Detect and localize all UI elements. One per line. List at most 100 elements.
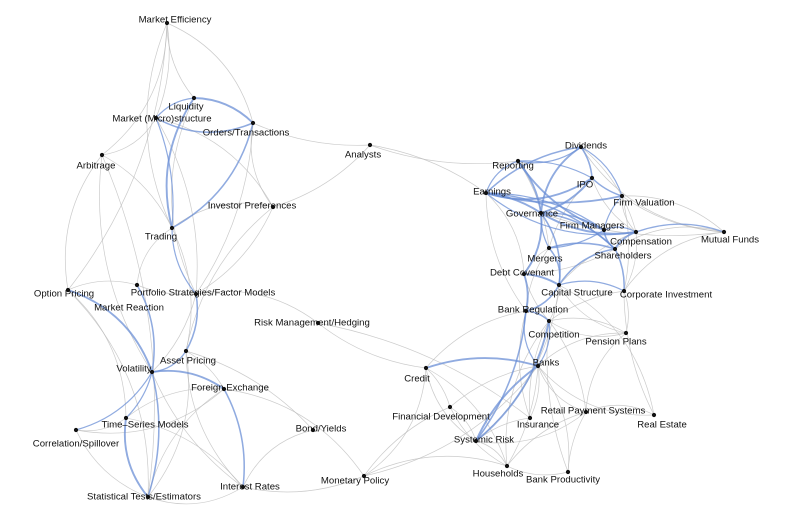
node-label-by: Bond/Yields bbox=[296, 424, 347, 435]
node-fm bbox=[601, 227, 607, 233]
edge-cs-ste bbox=[75, 429, 149, 498]
node-arb bbox=[99, 152, 105, 158]
edge-fd-bk bbox=[449, 365, 539, 408]
edge-an-rep bbox=[369, 144, 519, 165]
node-op bbox=[65, 287, 71, 293]
edge-fx-ir bbox=[223, 388, 245, 488]
edge-by-ap bbox=[185, 350, 314, 431]
node-ot bbox=[250, 120, 256, 126]
node-mms bbox=[153, 115, 159, 121]
node-ci bbox=[621, 288, 627, 294]
edge-ip-psfm bbox=[195, 206, 274, 295]
edge-mr-tr bbox=[136, 227, 173, 286]
edge-earn-fm bbox=[485, 192, 605, 231]
node-label-ip: Investor Preferences bbox=[208, 201, 297, 212]
edge-capst-br bbox=[525, 284, 560, 312]
node-label-fd: Financial Development bbox=[392, 412, 490, 423]
node-mrg bbox=[546, 245, 552, 251]
edge-mp-cr bbox=[363, 367, 427, 477]
node-ste bbox=[145, 494, 151, 500]
node-me bbox=[164, 20, 170, 26]
node-label-fx: Foreign Exchange bbox=[191, 383, 269, 394]
edge-vol-tsm bbox=[125, 371, 153, 419]
node-label-cs: Correlation/Spillover bbox=[33, 439, 120, 450]
edge-cr-sr bbox=[425, 367, 477, 442]
node-label-sh: Shareholders bbox=[594, 251, 651, 262]
node-label-arb: Arbitrage bbox=[77, 161, 116, 172]
edge-re-ci bbox=[623, 290, 655, 416]
edge-earn-sh bbox=[485, 192, 616, 250]
node-sh bbox=[612, 246, 618, 252]
nodes bbox=[65, 20, 727, 500]
edge-psfm-ap bbox=[185, 293, 199, 352]
node-label-ot: Orders/Transactions bbox=[203, 128, 290, 139]
node-an bbox=[367, 142, 373, 148]
node-label-ste: Statistical Tests/Estimators bbox=[87, 492, 201, 503]
edge-an-earn bbox=[369, 144, 487, 194]
edge-sr-rps bbox=[475, 411, 587, 444]
edge-hh-bp bbox=[506, 465, 569, 476]
edge-mp-fd bbox=[363, 406, 451, 477]
node-label-re: Real Estate bbox=[637, 420, 687, 431]
node-mf bbox=[721, 229, 727, 235]
edge-bk-pp bbox=[537, 332, 627, 367]
edge-mrg-sh bbox=[548, 242, 616, 250]
node-label-ci: Corporate Investment bbox=[620, 290, 713, 301]
edge-div-cmp bbox=[580, 146, 637, 233]
edge-tr-psfm bbox=[171, 227, 197, 295]
edge-fm-mrg bbox=[548, 229, 605, 249]
edge-comp-pp bbox=[548, 317, 627, 334]
node-bp bbox=[565, 469, 571, 475]
edge-gov-ipo bbox=[540, 177, 593, 214]
node-hh bbox=[504, 463, 510, 469]
edge-hh-rps bbox=[506, 411, 587, 467]
node-vol bbox=[149, 369, 155, 375]
node-label-hh: Households bbox=[473, 469, 524, 480]
edge-re-rps bbox=[585, 404, 655, 416]
edge-vol-op bbox=[67, 289, 153, 373]
node-label-div: Dividends bbox=[565, 141, 607, 152]
node-cs bbox=[73, 427, 79, 433]
node-label-liq: Liquidity bbox=[168, 102, 203, 113]
edge-tr-ap bbox=[171, 227, 192, 352]
edge-dc-br bbox=[523, 273, 529, 312]
node-cmp bbox=[633, 229, 639, 235]
edge-div-mf bbox=[580, 146, 725, 233]
node-label-cr: Credit bbox=[404, 374, 430, 385]
node-capst bbox=[556, 282, 562, 288]
edge-fx-tsm bbox=[125, 388, 225, 419]
edge-earn-cmp bbox=[485, 192, 637, 236]
edge-mp-bk bbox=[363, 365, 539, 477]
edge-fd-sr bbox=[449, 406, 477, 442]
edge-me-op bbox=[67, 22, 168, 291]
node-ipo bbox=[589, 175, 595, 181]
node-liq bbox=[191, 95, 197, 101]
edge-earn-br bbox=[485, 192, 527, 312]
edge-br-comp bbox=[525, 310, 550, 322]
node-label-op: Option Pricing bbox=[34, 289, 94, 300]
edge-arb-op bbox=[64, 154, 103, 291]
edge-vol-cs bbox=[75, 371, 153, 431]
edge-bp-rps bbox=[567, 411, 587, 473]
node-tr bbox=[169, 225, 175, 231]
edge-br-ins bbox=[518, 310, 531, 419]
node-gov bbox=[538, 210, 544, 216]
node-label-capst: Capital Structure bbox=[541, 288, 612, 299]
node-rep bbox=[515, 158, 521, 164]
edge-fm-fv bbox=[603, 195, 623, 231]
edge-gov-dc bbox=[523, 212, 543, 275]
node-fd bbox=[447, 404, 453, 410]
edge-mms-tr bbox=[155, 117, 174, 229]
edge-vol-ste bbox=[147, 371, 160, 498]
edge-ipo-cmp bbox=[591, 177, 637, 233]
node-label-cmp: Compensation bbox=[610, 237, 672, 248]
edge-tsm-ste bbox=[123, 417, 149, 498]
node-by bbox=[310, 427, 316, 433]
node-fv bbox=[619, 193, 625, 199]
edge-me-arb bbox=[101, 22, 168, 156]
edge-sh-capst bbox=[558, 248, 616, 286]
node-label-me: Market Efficiency bbox=[139, 15, 212, 26]
edge-rmh-cr bbox=[317, 322, 427, 369]
edge-arb-ste bbox=[101, 154, 155, 498]
